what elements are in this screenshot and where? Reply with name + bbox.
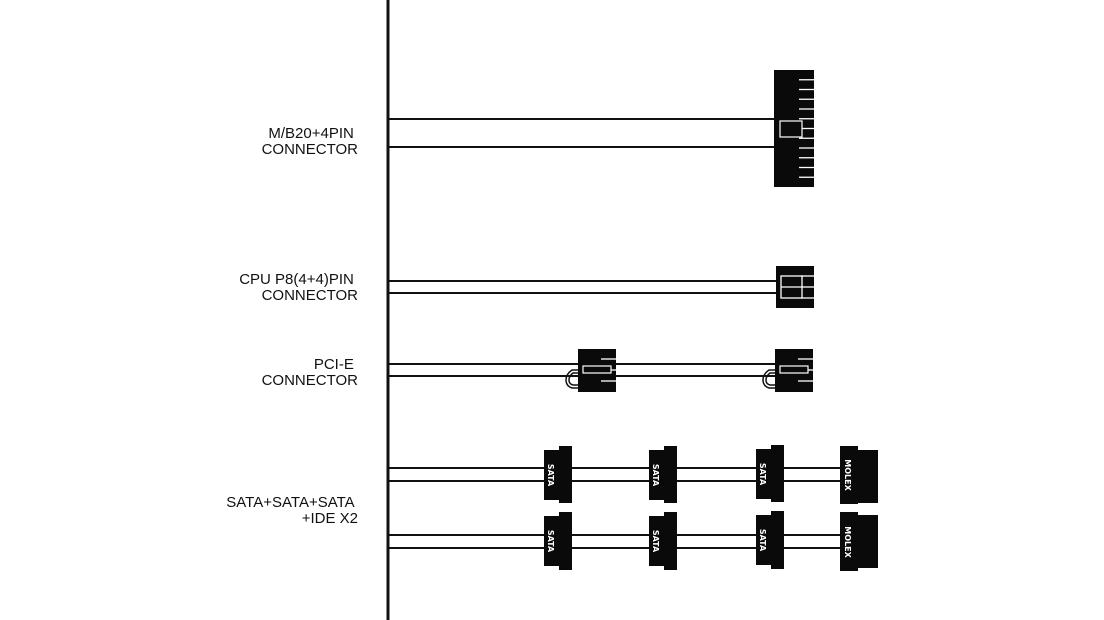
label-mb: M/B20+4PIN CONNECTOR [262,125,359,158]
pcie-connector-2 [762,349,813,392]
label-pcie-line1: PCI-E [314,356,354,373]
mb-24pin-connector [774,70,814,187]
sata-text-r2-1: SATA [546,530,555,553]
sata-text-r1-1: SATA [546,464,555,487]
cpu-8pin-connector [776,266,814,308]
sata-connector-r1-1: SATA [544,446,572,503]
sata-text-r2-2: SATA [651,530,660,553]
sata-connector-r1-2: SATA [649,446,677,503]
label-pcie: PCI-E CONNECTOR [262,356,359,389]
label-cpu: CPU P8(4+4)PIN CONNECTOR [239,271,358,304]
molex-connector-r1: MOLEX [840,446,878,504]
sata-text-r1-2: SATA [651,464,660,487]
sata-text-r2-3: SATA [758,529,767,552]
label-sata-line1: SATA+SATA+SATA [226,494,354,511]
sata-connector-r2-3: SATA [756,511,784,569]
molex-text-r2: MOLEX [843,526,852,558]
label-cpu-line1: CPU P8(4+4)PIN [239,271,354,288]
sata-text-r1-3: SATA [758,463,767,486]
label-sata: SATA+SATA+SATA +IDE X2 [226,494,358,527]
label-pcie-line2: CONNECTOR [262,372,359,389]
sata-connector-r1-3: SATA [756,445,784,502]
label-cpu-line2: CONNECTOR [262,287,359,304]
label-sata-line2: +IDE X2 [302,510,358,527]
pcie-connector-1 [565,349,616,392]
mb-cable [389,118,776,148]
cpu-cable [389,280,778,294]
label-mb-line1: M/B20+4PIN [268,125,353,142]
sata-connector-r2-1: SATA [544,512,572,570]
sata-connector-r2-2: SATA [649,512,677,570]
molex-connector-r2: MOLEX [840,512,878,571]
label-mb-line2: CONNECTOR [262,141,359,158]
molex-text-r1: MOLEX [843,459,852,491]
